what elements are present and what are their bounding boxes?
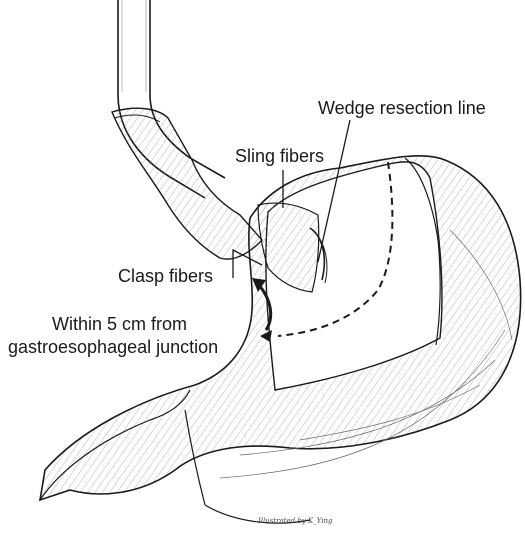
esophagus xyxy=(112,0,262,259)
clasp-fibers-label: Clasp fibers xyxy=(118,266,213,287)
wedge-resection-label: Wedge resection line xyxy=(318,98,486,119)
illustrator-signature: Illustrated by K_Ying xyxy=(258,517,332,525)
sling-fibers-label: Sling fibers xyxy=(235,146,324,167)
distance-label-line2: gastroesophageal junction xyxy=(8,337,218,358)
distance-label-line1: Within 5 cm from xyxy=(52,314,187,335)
